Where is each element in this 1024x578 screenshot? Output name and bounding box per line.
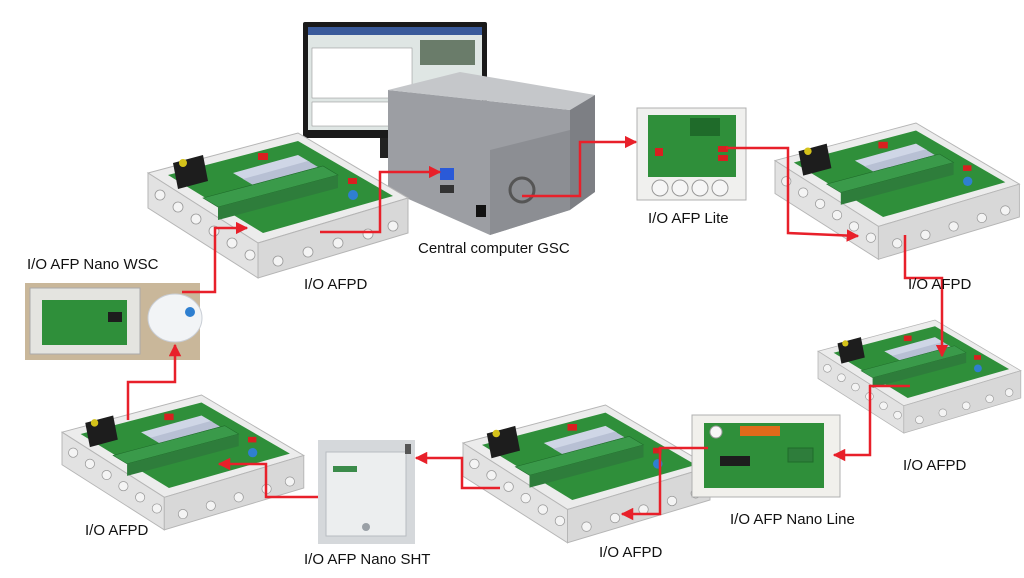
label-afpd-bottom-mid: I/O AFPD [599, 544, 663, 561]
afpd-bottom-mid-image [462, 404, 711, 544]
connection-sht-to-afpd-bottom-left [217, 457, 318, 499]
connection-lines [126, 135, 949, 521]
afp-nano-wsc-image [25, 283, 203, 360]
connection-nano-line-to-afpd-bottom [620, 446, 708, 521]
connection-gsc-to-afp-lite [522, 135, 638, 198]
afpd-right-top-image [774, 122, 1020, 260]
label-afp-nano-sht: I/O AFP Nano SHT [304, 551, 431, 568]
connection-afpd-top-to-gsc [320, 165, 442, 234]
central-computer-image [303, 22, 595, 235]
afpd-bottom-left-image [61, 394, 305, 531]
connection-afp-lite-to-afpd [726, 146, 860, 242]
afp-nano-sht-image [318, 440, 415, 544]
label-afpd-top-left: I/O AFPD [304, 276, 368, 293]
afp-nano-line-image [691, 414, 841, 498]
label-afp-nano-wsc: I/O AFP Nano WSC [27, 256, 159, 273]
afpd-top-left-image [147, 132, 409, 279]
afp-lite-image [636, 107, 747, 201]
label-afpd-right-mid: I/O AFPD [903, 457, 967, 474]
connection-nano-wsc-to-afpd-top [182, 221, 249, 294]
connection-afpd-right-to-nano-line [832, 384, 910, 462]
afpd-right-mid-image [817, 319, 1022, 434]
label-afp-nano-line: I/O AFP Nano Line [730, 511, 855, 528]
label-afp-lite: I/O AFP Lite [648, 210, 729, 227]
label-central-computer: Central computer GSC [418, 240, 570, 257]
label-afpd-right-top: I/O AFPD [908, 276, 972, 293]
connection-afpd-to-afpd-right [903, 235, 949, 358]
connection-afpd-to-nano-wsc [126, 343, 182, 420]
connection-afpd-bottom-to-sht [414, 451, 500, 490]
label-afpd-bottom-left: I/O AFPD [85, 522, 149, 539]
